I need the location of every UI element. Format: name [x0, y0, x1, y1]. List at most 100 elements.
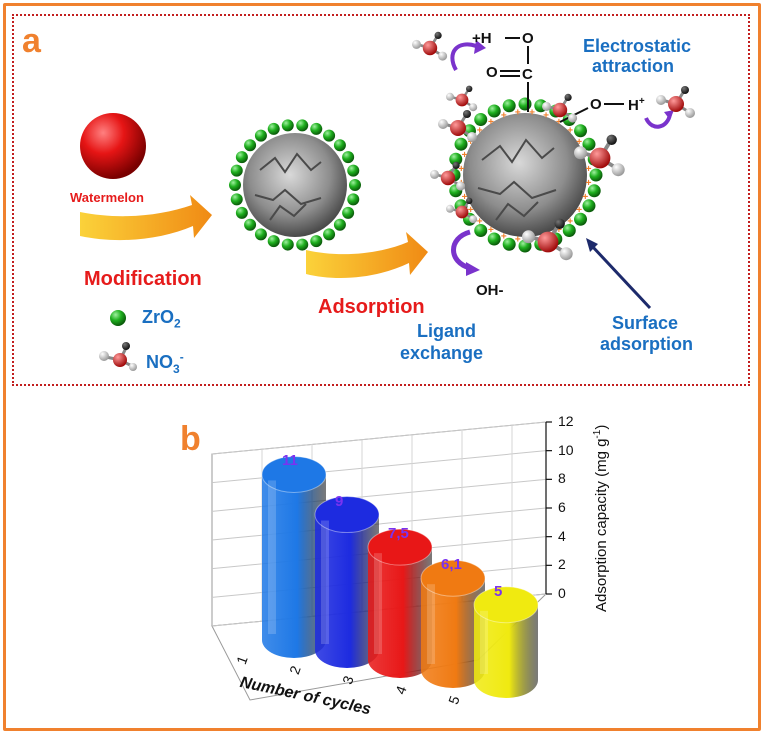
zro2-particle-icon — [333, 218, 346, 231]
ligand-label-line1: Ligand — [417, 321, 476, 341]
positive-charge-icon: + — [576, 137, 582, 148]
chart-bars — [261, 455, 539, 698]
zro2-particle-icon — [347, 193, 360, 206]
positive-charge-icon: + — [468, 205, 474, 216]
bar-body — [262, 474, 326, 658]
y-tick-label: 12 — [558, 413, 574, 429]
positive-charge-icon: + — [529, 107, 535, 118]
positive-charge-icon: + — [462, 150, 468, 161]
y-axis-label: Adsorption capacity (mg g-1) — [592, 424, 610, 612]
zro2-particle-icon — [235, 206, 248, 219]
positive-charge-icon: + — [515, 107, 521, 118]
zro2-particle-icon — [281, 238, 294, 251]
zro2-particle-icon — [323, 129, 336, 142]
surface-adsorption-arrow-icon — [590, 244, 652, 310]
positive-charge-icon: + — [468, 137, 474, 148]
positive-charge-icon: + — [567, 216, 573, 227]
nitrate-molecule-icon — [522, 218, 573, 261]
positive-charge-icon: + — [488, 225, 494, 236]
zro2-particle-icon — [310, 235, 323, 248]
zro2-particle-icon — [589, 168, 603, 182]
positive-charge-icon: + — [462, 192, 468, 203]
zro2-particle-icon — [454, 137, 468, 151]
zro2-particle-icon — [267, 235, 280, 248]
value-label: 11 — [282, 452, 298, 470]
zro2-particle-icon — [562, 224, 576, 238]
bar-2 — [314, 496, 380, 668]
positive-charge-icon: + — [543, 111, 549, 122]
positive-charge-icon: + — [556, 117, 562, 128]
ligand-exchange-arrow-icon — [451, 229, 471, 271]
no3-label: NO3- — [146, 350, 184, 376]
zro2-particle-icon — [347, 164, 360, 177]
bar-body — [474, 604, 538, 698]
positive-charge-icon: + — [458, 164, 464, 175]
electrostatic-label-line2: attraction — [592, 56, 675, 76]
zro2-particle-icon — [281, 119, 294, 132]
zro2-particle-icon — [342, 206, 355, 219]
panel-b-label: b — [180, 420, 201, 458]
zro2-particle-icon — [449, 152, 463, 166]
surface-label-line1: Surface — [612, 313, 679, 333]
carboxyl-oxygen-top: O — [522, 30, 534, 47]
zro2-particle-icon — [582, 199, 596, 213]
h-release-arrow-icon — [450, 42, 477, 71]
zro2-particle-icon — [342, 151, 355, 164]
bar-top — [473, 586, 539, 624]
zro2-particle-icon — [230, 193, 243, 206]
positive-charge-icon: + — [556, 225, 562, 236]
gridline — [211, 421, 547, 455]
watermelon-label: Watermelon — [70, 190, 144, 205]
nitrate-molecule-icon — [430, 161, 466, 191]
zro2-particle-icon — [230, 164, 243, 177]
y-tick-label: 4 — [558, 527, 566, 544]
positive-charge-icon: + — [501, 231, 507, 242]
ligand-label-line2: exchange — [400, 343, 484, 363]
nitrate-legend-icon — [99, 342, 137, 371]
watermelon-sphere-icon — [80, 113, 146, 179]
zro2-particle-icon — [296, 119, 309, 132]
value-label: 5 — [494, 582, 503, 600]
positive-charge-icon: + — [501, 111, 507, 122]
panel-a-border — [12, 14, 750, 386]
zro2-particle-icon — [267, 122, 280, 135]
nitrate-molecules — [412, 31, 695, 261]
nitrate-molecule-icon — [438, 110, 477, 142]
bar-5 — [473, 586, 539, 698]
nitrate-molecule-icon — [446, 85, 478, 112]
surface-label-line2: adsorption — [600, 334, 693, 354]
positive-charge-icon: + — [567, 126, 573, 137]
positive-charge-icon: + — [477, 126, 483, 137]
zro2-particle-icon — [349, 179, 361, 191]
zro2-legend-icon — [110, 310, 126, 326]
zro2-particle-icon — [254, 228, 267, 241]
carboxyl-carbon: C — [522, 66, 533, 83]
positive-charge-icon: + — [488, 117, 494, 128]
hydroxyl-oxygen: O — [590, 96, 602, 113]
y-tick-label: 2 — [558, 556, 566, 573]
zro2-particle-icon — [474, 112, 488, 126]
bar-4 — [420, 559, 486, 688]
bar-body — [421, 578, 485, 688]
hydroxide-label: OH- — [476, 282, 504, 299]
bar-top — [420, 559, 486, 597]
positive-charge-icon: + — [576, 205, 582, 216]
zro2-particle-icon — [323, 228, 336, 241]
zro2-particle-icon — [296, 238, 309, 251]
zro2-particle-icon — [574, 212, 588, 226]
nitrate-molecule-icon — [574, 134, 625, 177]
zro2-label: ZrO2 — [142, 307, 181, 331]
zro2-particle-icon — [487, 104, 501, 118]
zro2-particle-icon — [487, 232, 501, 246]
zro2-particle-icon — [333, 139, 346, 152]
zro2-particle-icon — [474, 224, 488, 238]
bar-3 — [367, 528, 433, 678]
panel-a-label: a — [22, 22, 41, 60]
nitrate-molecule-icon — [542, 93, 578, 123]
y-tick-label: 8 — [558, 470, 566, 487]
zro2-particle-icon — [587, 184, 601, 198]
nitrate-molecule-icon — [412, 31, 448, 61]
y-tick-label: 0 — [558, 585, 566, 601]
modification-label: Modification — [84, 268, 202, 290]
